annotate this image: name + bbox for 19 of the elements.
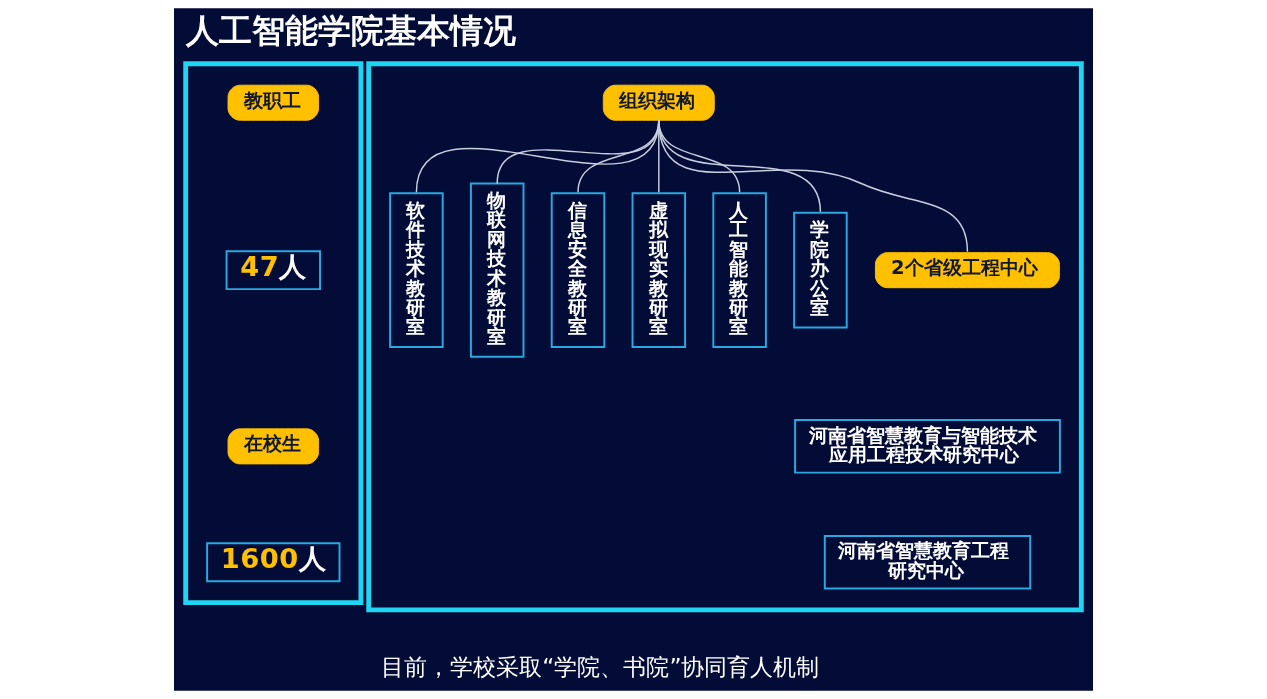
node-box: 人工智能教研室 <box>712 192 767 349</box>
diagram-title: 人工智能学院基本情况 <box>185 10 516 50</box>
cluster <box>183 61 364 606</box>
connector <box>658 119 969 253</box>
node-box: 在校生 <box>227 428 320 465</box>
node-box: 学院办公室 <box>793 211 848 329</box>
node-box: 虚拟现实教研室 <box>631 192 687 349</box>
node-box: 47人 <box>225 250 321 291</box>
node-box: 组织架构 <box>602 84 715 121</box>
node-box: 信息安全教研室 <box>550 192 606 349</box>
node-box: 2个省级工程中心 <box>874 252 1060 289</box>
cluster <box>366 61 1084 613</box>
node-box: 教职工 <box>227 84 320 121</box>
caption: 目前，学校采取“学院、书院”协同育人机制 <box>381 653 820 682</box>
node-box: 河南省智慧教育与智能技术应用工程技术研究中心 <box>794 419 1061 474</box>
node-box: 1600人 <box>206 542 341 583</box>
node-box: 河南省智慧教育工程研究中心 <box>823 534 1032 590</box>
node-box: 物联网技术教研室 <box>469 182 525 358</box>
node-box: 软件技术教研室 <box>389 192 444 349</box>
